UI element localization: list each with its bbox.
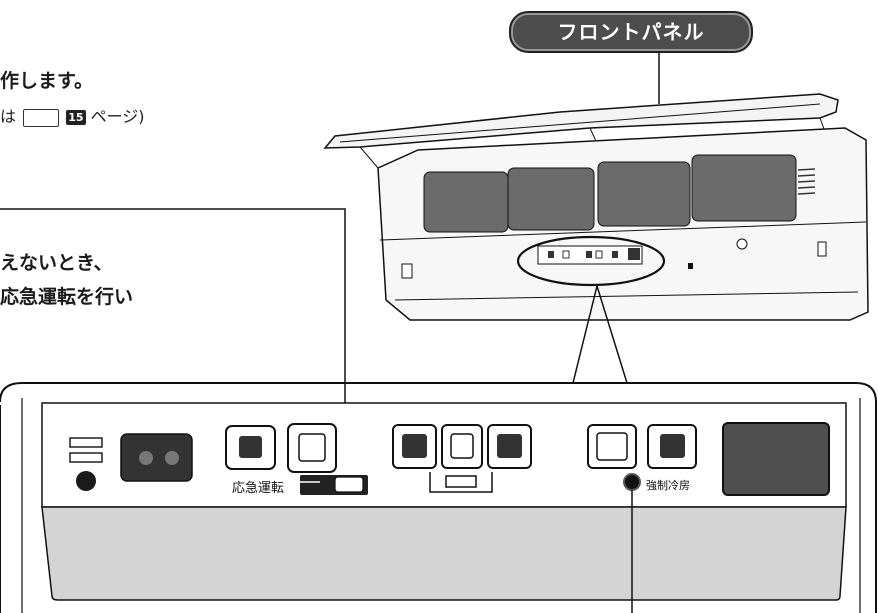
forced-cooling-label: 強制冷房 bbox=[646, 479, 690, 492]
page-number-badge: 15 bbox=[66, 110, 86, 125]
display-window bbox=[722, 422, 830, 496]
emergency-leader bbox=[0, 208, 346, 484]
filter-3 bbox=[597, 161, 691, 227]
instruction-prefix: は bbox=[0, 107, 17, 126]
zoom-ellipse bbox=[516, 235, 666, 287]
instruction-suffix: ページ) bbox=[90, 107, 145, 126]
indicator-bar-1 bbox=[69, 437, 103, 448]
indicator-bar-2 bbox=[69, 452, 103, 463]
instruction-text-line2: は 15 ページ) bbox=[0, 103, 145, 127]
control-panel-lower bbox=[41, 506, 847, 601]
instruction-text-line1: 作します。 bbox=[0, 70, 94, 92]
filter-2 bbox=[507, 167, 595, 231]
emergency-note-line2: 応急運転を行い bbox=[0, 286, 134, 308]
filter-1 bbox=[423, 171, 509, 233]
receiver-window bbox=[120, 433, 193, 482]
emergency-note-line1: えないとき、 bbox=[0, 252, 113, 274]
filter-4 bbox=[691, 154, 797, 222]
forced-cooling-switch bbox=[623, 473, 641, 491]
sensor-dot bbox=[76, 471, 96, 491]
emergency-operation-label: 応急運転 bbox=[232, 481, 285, 496]
page-ref-icon bbox=[23, 108, 60, 127]
front-panel-label: フロントパネル bbox=[509, 11, 753, 53]
zoom-frame bbox=[0, 382, 877, 613]
aircon-body bbox=[377, 127, 869, 321]
